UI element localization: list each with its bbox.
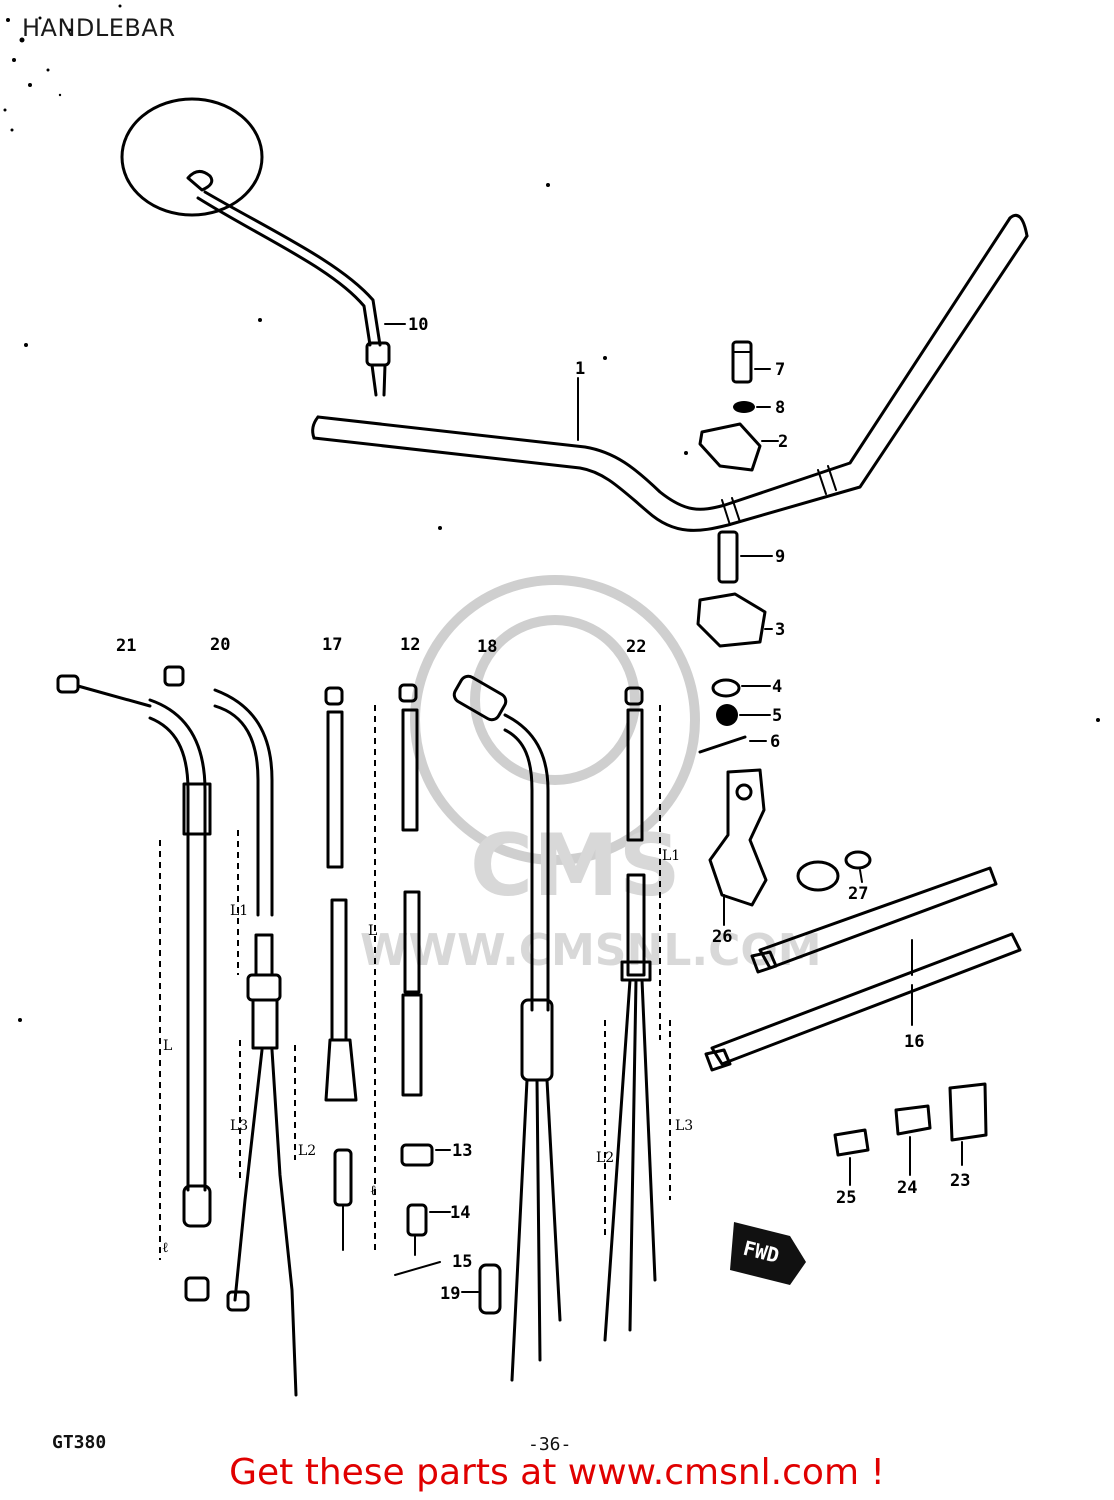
length-mark-short-cable-17: ℓ (370, 1183, 377, 1199)
model-code: GT380 (52, 1432, 107, 1453)
label-part-3: 3 (775, 620, 785, 640)
label-part-8: 8 (775, 398, 785, 418)
label-part-18: 18 (477, 637, 497, 657)
label-part-17: 17 (322, 635, 342, 655)
label-part-13: 13 (452, 1141, 472, 1161)
length-mark-l3-cable-22: L3 (675, 1118, 693, 1134)
label-part-24: 24 (897, 1178, 917, 1198)
label-part-1: 1 (575, 359, 585, 379)
length-mark-l-cable-17: L (368, 923, 377, 939)
watermark-brand: CMS (470, 816, 681, 916)
length-mark-l1-cable-20: L1 (230, 903, 248, 919)
label-part-4: 4 (772, 677, 782, 697)
footer-link[interactable]: Get these parts at www.cmsnl.com ! (229, 1452, 885, 1493)
label-part-26: 26 (712, 927, 732, 947)
band-ring (796, 850, 872, 892)
cable-12 (394, 683, 451, 1276)
handlebar-tube (311, 213, 1029, 532)
label-part-2: 2 (778, 432, 788, 452)
label-part-6: 6 (770, 732, 780, 752)
cable-length-markers: L ℓ L1 L3 L2 L ℓ L1 L3 L2 (162, 848, 693, 1256)
cable-22 (603, 686, 671, 1342)
forward-direction-tag: FWD (730, 1222, 806, 1285)
label-part-5: 5 (772, 706, 782, 726)
length-mark-l2-cable-22: L2 (596, 1150, 614, 1166)
label-part-16: 16 (904, 1032, 924, 1052)
cable-21 (56, 674, 212, 1302)
cable-20 (163, 665, 298, 1397)
upper-clamp-parts (698, 340, 779, 472)
length-mark-l2-cable-20: L2 (298, 1143, 316, 1159)
label-part-23: 23 (950, 1171, 970, 1191)
label-part-25: 25 (836, 1188, 856, 1208)
length-mark-short-cable-21: ℓ (162, 1240, 169, 1256)
label-part-10: 10 (408, 315, 428, 335)
length-mark-l-cable-21: L (163, 1038, 172, 1054)
label-part-14: 14 (450, 1203, 470, 1223)
cable-17 (324, 686, 376, 1251)
label-part-19: 19 (440, 1284, 460, 1304)
label-part-27: 27 (848, 884, 868, 904)
part-labels: 10 1 7 8 2 9 3 4 5 6 26 27 16 25 24 23 2… (116, 315, 970, 1304)
page-number: -36- (528, 1434, 572, 1455)
mirror-assembly (120, 97, 406, 397)
straps (704, 866, 1022, 1072)
label-part-12: 12 (400, 635, 420, 655)
label-part-22: 22 (626, 637, 646, 657)
diagram-title: HANDLEBAR (22, 14, 176, 42)
label-part-21: 21 (116, 636, 136, 656)
label-part-7: 7 (775, 360, 785, 380)
cable-clip (708, 768, 768, 926)
lower-mount-parts (696, 530, 773, 754)
length-mark-l3-cable-20: L3 (230, 1118, 248, 1134)
label-part-9: 9 (775, 547, 785, 567)
length-mark-l1-cable-22: L1 (662, 848, 680, 864)
label-part-20: 20 (210, 635, 230, 655)
watermark-url: WWW.CMSNL.COM (360, 925, 822, 976)
small-clips (833, 1082, 988, 1186)
label-part-15: 15 (452, 1252, 472, 1272)
scan-noise (3, 4, 1100, 1022)
watermark-logo: CMS WWW.CMSNL.COM (360, 575, 822, 976)
cable-18 (452, 674, 562, 1382)
